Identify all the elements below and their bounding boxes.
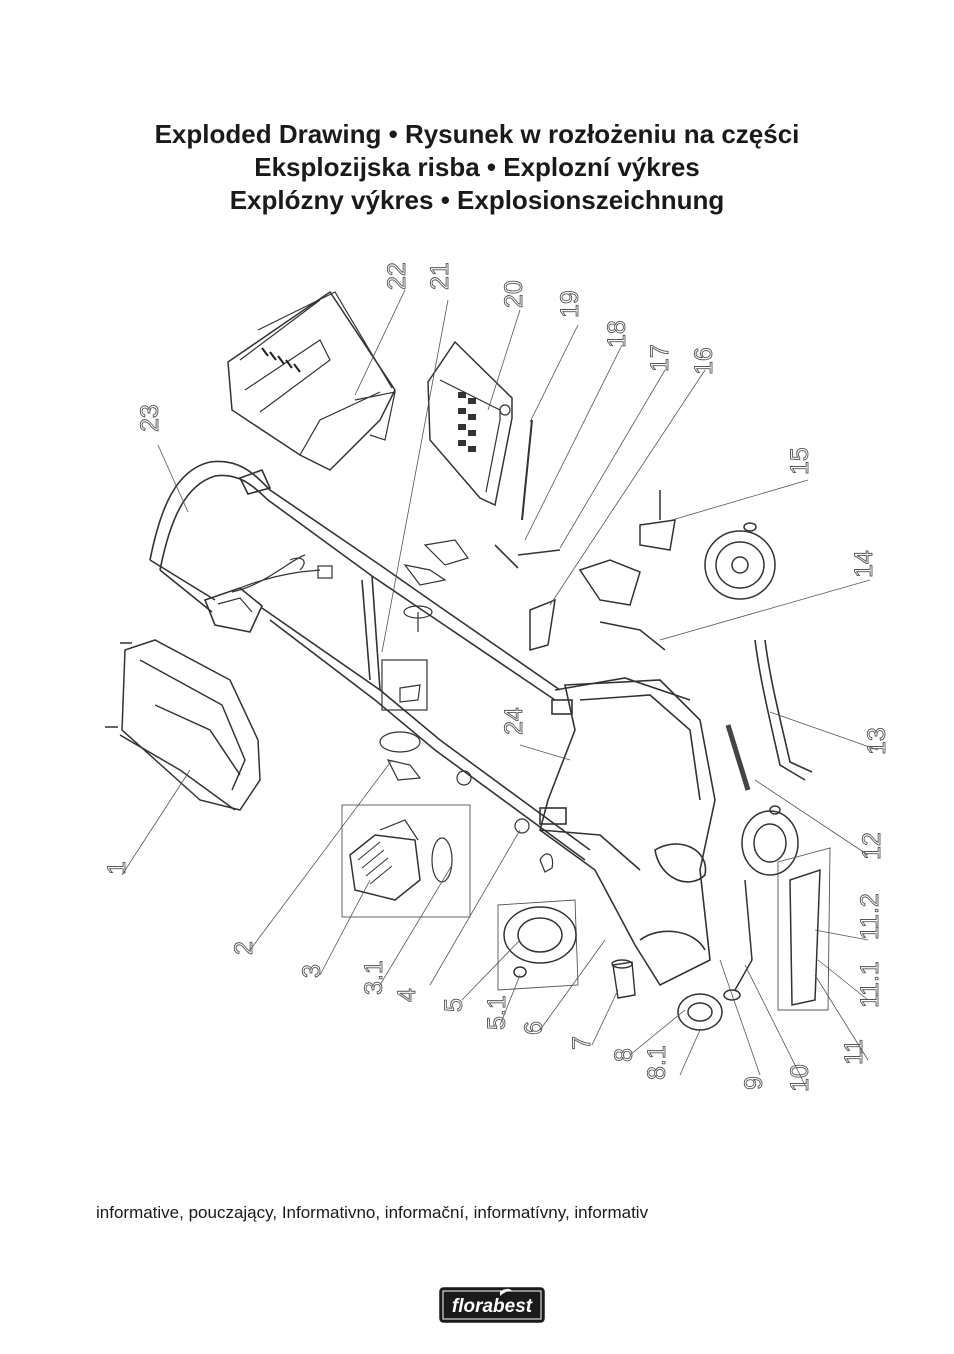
rear-axle-bar (754, 639, 813, 781)
cylinder (611, 959, 636, 999)
part-label-10: 10 (786, 1064, 814, 1092)
front-wheel-right (741, 805, 799, 876)
part-label-5: 5 (440, 998, 468, 1012)
part-label-4: 4 (393, 988, 421, 1002)
part-label-12: 12 (858, 832, 886, 860)
part-label-19: 19 (556, 290, 584, 318)
florabest-logo: florabest (439, 1287, 545, 1323)
upper-handle (149, 460, 381, 613)
part-label-18: 18 (603, 320, 631, 348)
part-label-5-1: 5.1 (483, 995, 511, 1030)
part-label-8-1: 8.1 (643, 1045, 671, 1080)
switch-box (203, 554, 333, 633)
part-label-9: 9 (740, 1076, 768, 1090)
part-label-13: 13 (863, 727, 891, 755)
logo-text: florabest (452, 1296, 533, 1317)
leader-lines (121, 289, 879, 1086)
mower-deck (539, 677, 716, 987)
part-label-20: 20 (500, 280, 528, 308)
title-line-2: Eksplozijska risba • Explozní výkres (254, 152, 700, 182)
handle-knobs (379, 539, 554, 873)
wheel-small (677, 993, 723, 1031)
part-label-24: 24 (500, 707, 528, 735)
part-label-23: 23 (136, 404, 164, 432)
part-label-21: 21 (426, 262, 454, 290)
part-label-22: 22 (383, 262, 411, 290)
part-label-11-2: 11.2 (856, 893, 884, 940)
part-label-6: 6 (520, 1021, 548, 1035)
page-title: Exploded Drawing • Rysunek w rozłożeniu … (0, 118, 954, 217)
part-label-1: 1 (103, 861, 131, 875)
side-deflector (105, 639, 261, 811)
axle-rod (521, 419, 533, 521)
part-number-labels: 1 2 3 3.1 4 5 5.1 6 7 8 8.1 9 10 11 11.1… (103, 262, 892, 1093)
grass-bag (227, 290, 396, 471)
rear-wheel-upper (704, 522, 776, 600)
footer-note: informative, pouczający, Informativno, i… (96, 1203, 649, 1222)
height-adjust-lever (529, 490, 676, 651)
title-line-3: Explózny výkres • Explosionszeichnung (229, 185, 725, 215)
part-label-11-1: 11.1 (856, 961, 884, 1008)
rear-axle (723, 879, 753, 1001)
part-label-17: 17 (646, 344, 674, 372)
part-label-14: 14 (850, 550, 878, 578)
spiral-spring (725, 724, 751, 791)
part-label-3: 3 (298, 964, 326, 978)
part-label-7: 7 (568, 1036, 596, 1050)
part-label-15: 15 (786, 447, 814, 475)
rear-cover (427, 340, 513, 507)
part-label-11: 11 (840, 1039, 868, 1065)
title-line-1: Exploded Drawing • Rysunek w rozłożeniu … (154, 119, 800, 149)
motor-assembly (341, 804, 471, 918)
lower-handle (261, 564, 591, 861)
spring (494, 544, 561, 569)
part-label-16: 16 (690, 347, 718, 375)
part-label-8: 8 (610, 1048, 638, 1062)
part-label-2: 2 (230, 941, 258, 955)
blade (777, 847, 831, 1011)
part-label-3-1: 3.1 (360, 960, 388, 995)
wheel-left (497, 899, 579, 991)
